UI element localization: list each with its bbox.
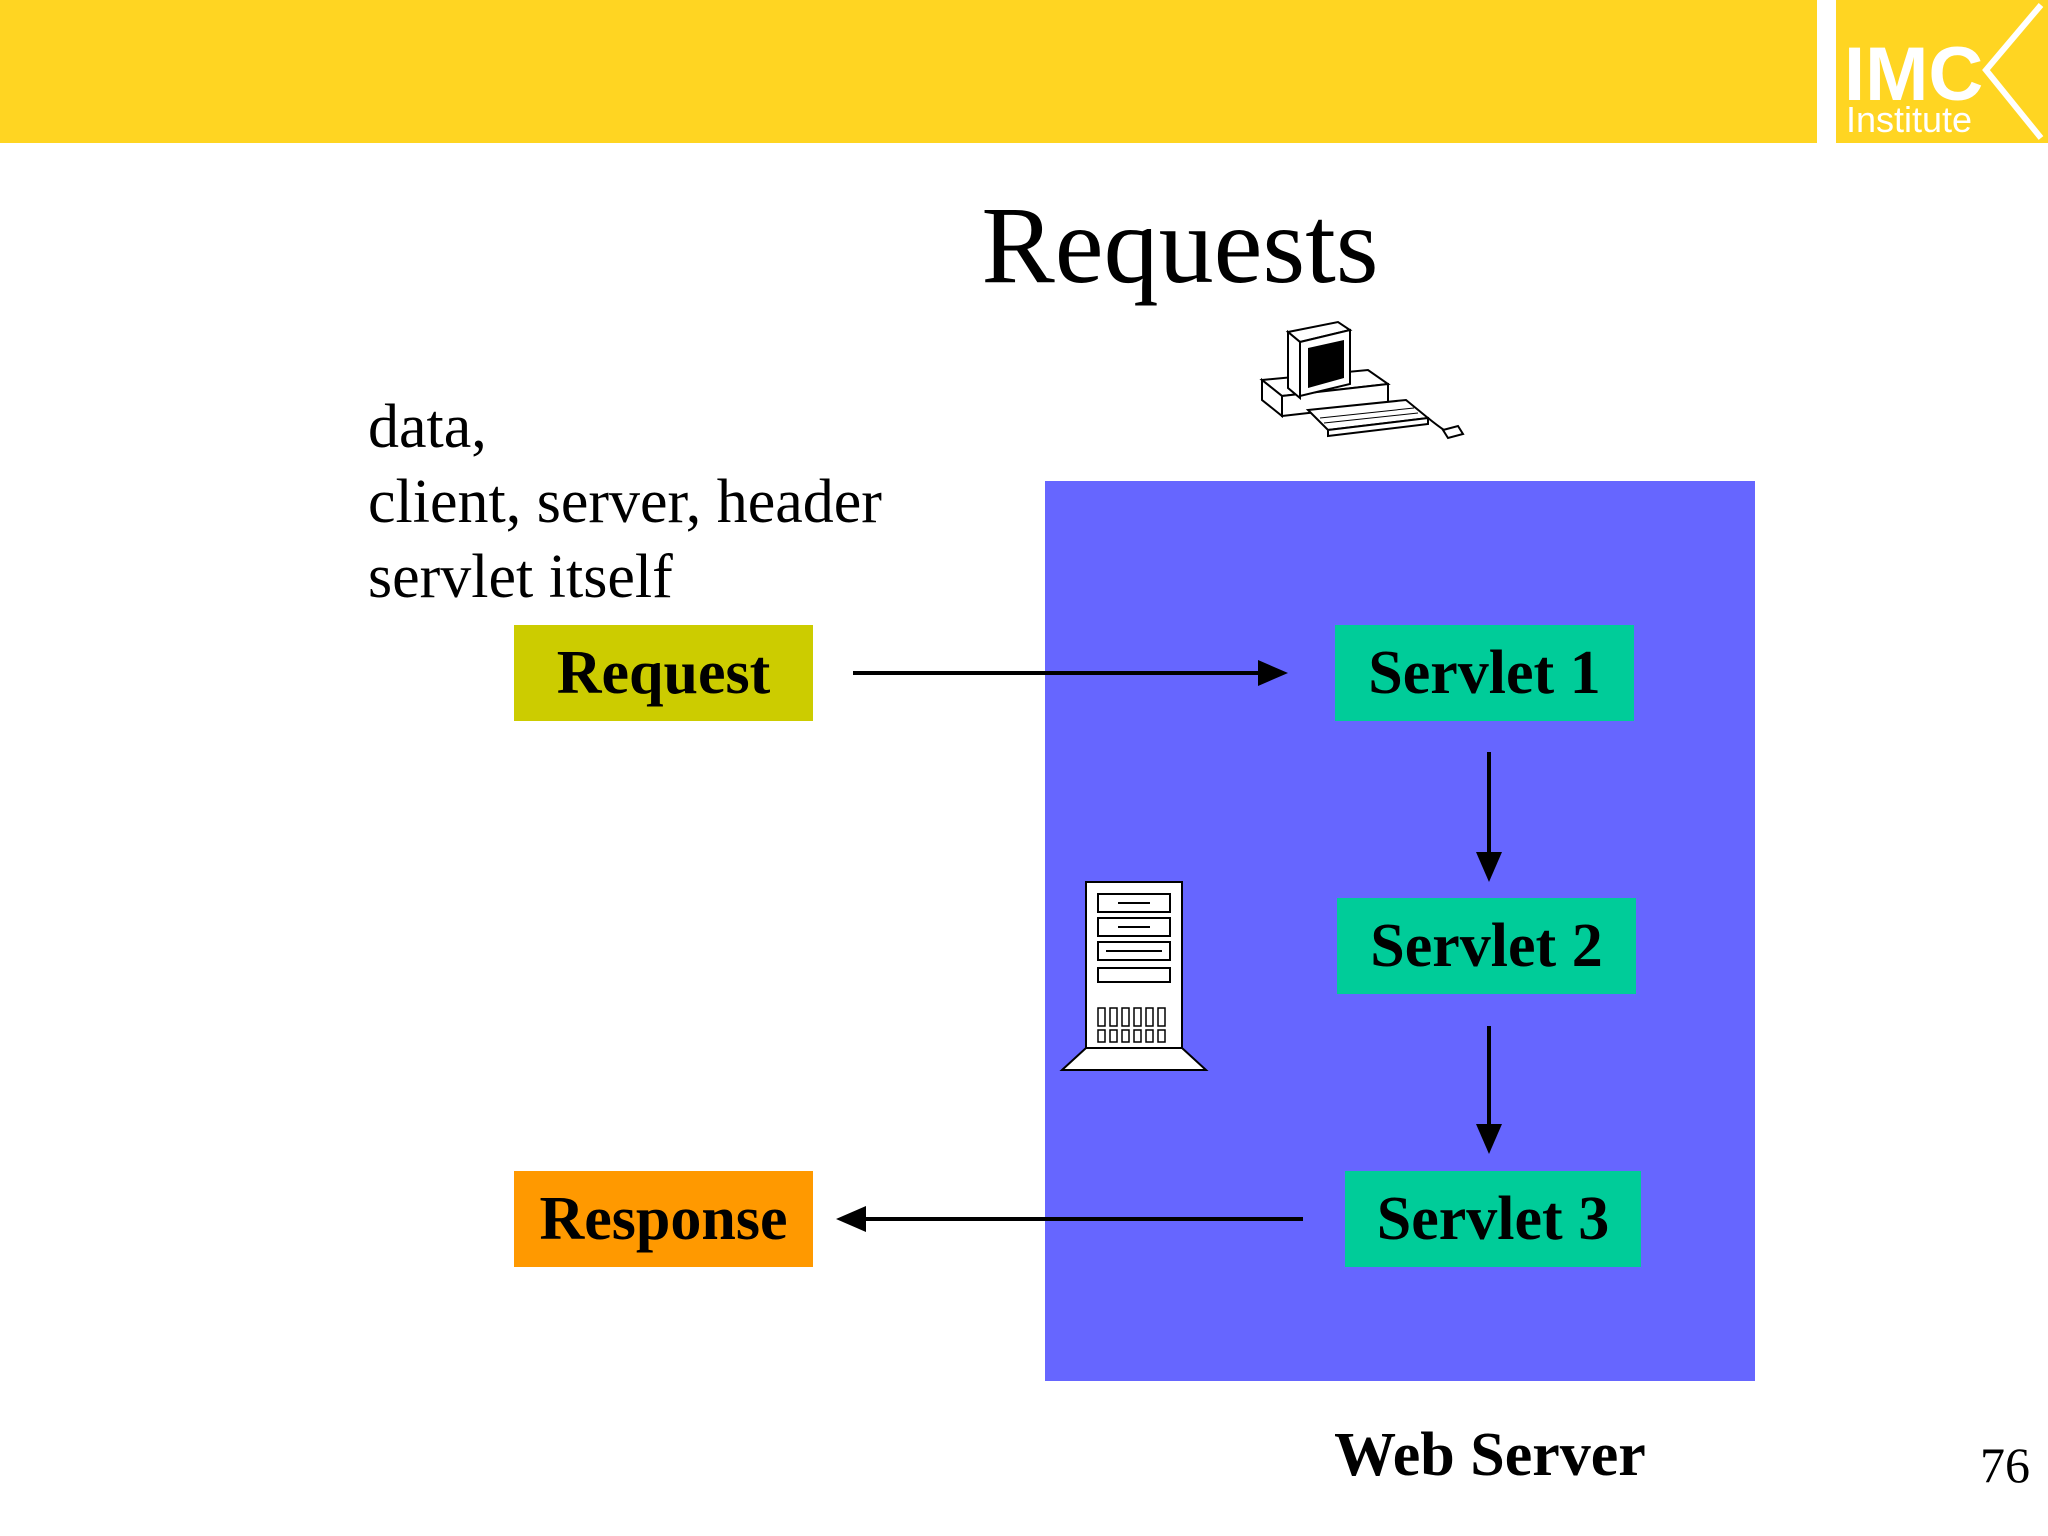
servlet-1-box: Servlet 1 [1335, 625, 1634, 721]
request-box: Request [514, 625, 813, 721]
arrow-servlet2-to-servlet3 [1476, 1026, 1502, 1154]
note-line-3: servlet itself [368, 543, 673, 611]
note-line-1: data, [368, 393, 487, 461]
imc-logo: IMC Institute [1836, 0, 2048, 143]
servlet-3-label: Servlet 3 [1376, 1184, 1610, 1253]
servlet-2-label: Servlet 2 [1370, 911, 1603, 980]
web-server-label: Web Server [1334, 1421, 1646, 1489]
arrow-request-to-servlet1 [853, 660, 1288, 686]
request-label: Request [556, 638, 771, 707]
desktop-computer-icon [1259, 320, 1465, 440]
header-bar [0, 0, 1817, 143]
arrow-servlet3-to-response [836, 1206, 1303, 1232]
servlet-3-box: Servlet 3 [1345, 1171, 1641, 1267]
response-box: Response [514, 1171, 813, 1267]
servlet-2-box: Servlet 2 [1337, 898, 1636, 994]
arrow-servlet1-to-servlet2 [1476, 752, 1502, 882]
logo-text-institute: Institute [1846, 99, 1972, 140]
servlet-1-label: Servlet 1 [1368, 638, 1601, 707]
note-line-2: client, server, header [368, 468, 882, 536]
server-tower-icon [1059, 881, 1209, 1071]
logo-text-imc: IMC [1844, 32, 1983, 117]
slide-title: Requests [981, 184, 1379, 306]
page-number: 76 [1980, 1437, 2030, 1493]
response-label: Response [539, 1184, 788, 1253]
logo-chevron-icon [1982, 3, 2044, 140]
